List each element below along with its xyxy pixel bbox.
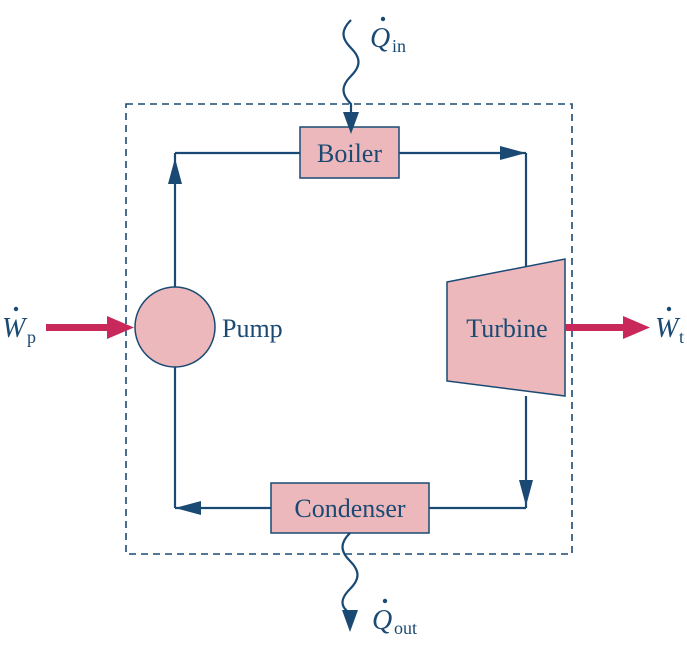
turbine-work-dot bbox=[666, 306, 672, 312]
heat-out-symbol: Q bbox=[372, 605, 392, 636]
boiler-label: Boiler bbox=[317, 139, 382, 168]
flow-direction-arrows bbox=[168, 146, 533, 515]
flow-loop bbox=[173, 151, 528, 510]
pump-work-label: W p bbox=[2, 306, 36, 347]
pump-work-dot bbox=[13, 306, 19, 312]
turbine-shape bbox=[446, 258, 566, 397]
condenser-label: Condenser bbox=[294, 494, 406, 523]
arrow-up-icon bbox=[168, 158, 182, 184]
heat-in-symbol: Q bbox=[370, 23, 390, 54]
heat-out-dot bbox=[382, 598, 388, 604]
heat-out-wavy-arrow bbox=[341, 532, 359, 614]
pump-work-symbol: W bbox=[2, 313, 28, 344]
arrow-down-icon bbox=[519, 480, 533, 506]
turbine-work-subscript: t bbox=[679, 327, 684, 347]
pump-label: Pump bbox=[222, 314, 283, 343]
heat-out-subscript: out bbox=[394, 618, 417, 638]
turbine-work-symbol: W bbox=[655, 313, 681, 344]
boiler-box bbox=[299, 126, 400, 179]
heat-in-label: Q in bbox=[370, 16, 406, 56]
arrow-right-icon bbox=[500, 146, 526, 160]
heat-in-subscript: in bbox=[392, 36, 406, 56]
heat-out-arrow-icon bbox=[342, 610, 358, 632]
turbine-work-label: W t bbox=[655, 306, 684, 347]
pump-work-arrow-icon bbox=[107, 316, 134, 339]
pump-work-arrow-shaft bbox=[46, 324, 110, 331]
heat-in-dot bbox=[380, 16, 386, 22]
heat-in-arrow-icon bbox=[343, 112, 359, 134]
pump-work-subscript: p bbox=[27, 327, 36, 347]
arrow-left-icon bbox=[175, 501, 201, 515]
heat-in-wavy-arrow bbox=[342, 19, 360, 116]
turbine-work-arrow-icon bbox=[623, 316, 650, 339]
condenser-box bbox=[270, 482, 430, 534]
heat-out-label: Q out bbox=[372, 598, 417, 638]
turbine-work-arrow-shaft bbox=[565, 324, 627, 331]
pump-circle bbox=[134, 286, 216, 368]
turbine-label: Turbine bbox=[466, 314, 547, 343]
